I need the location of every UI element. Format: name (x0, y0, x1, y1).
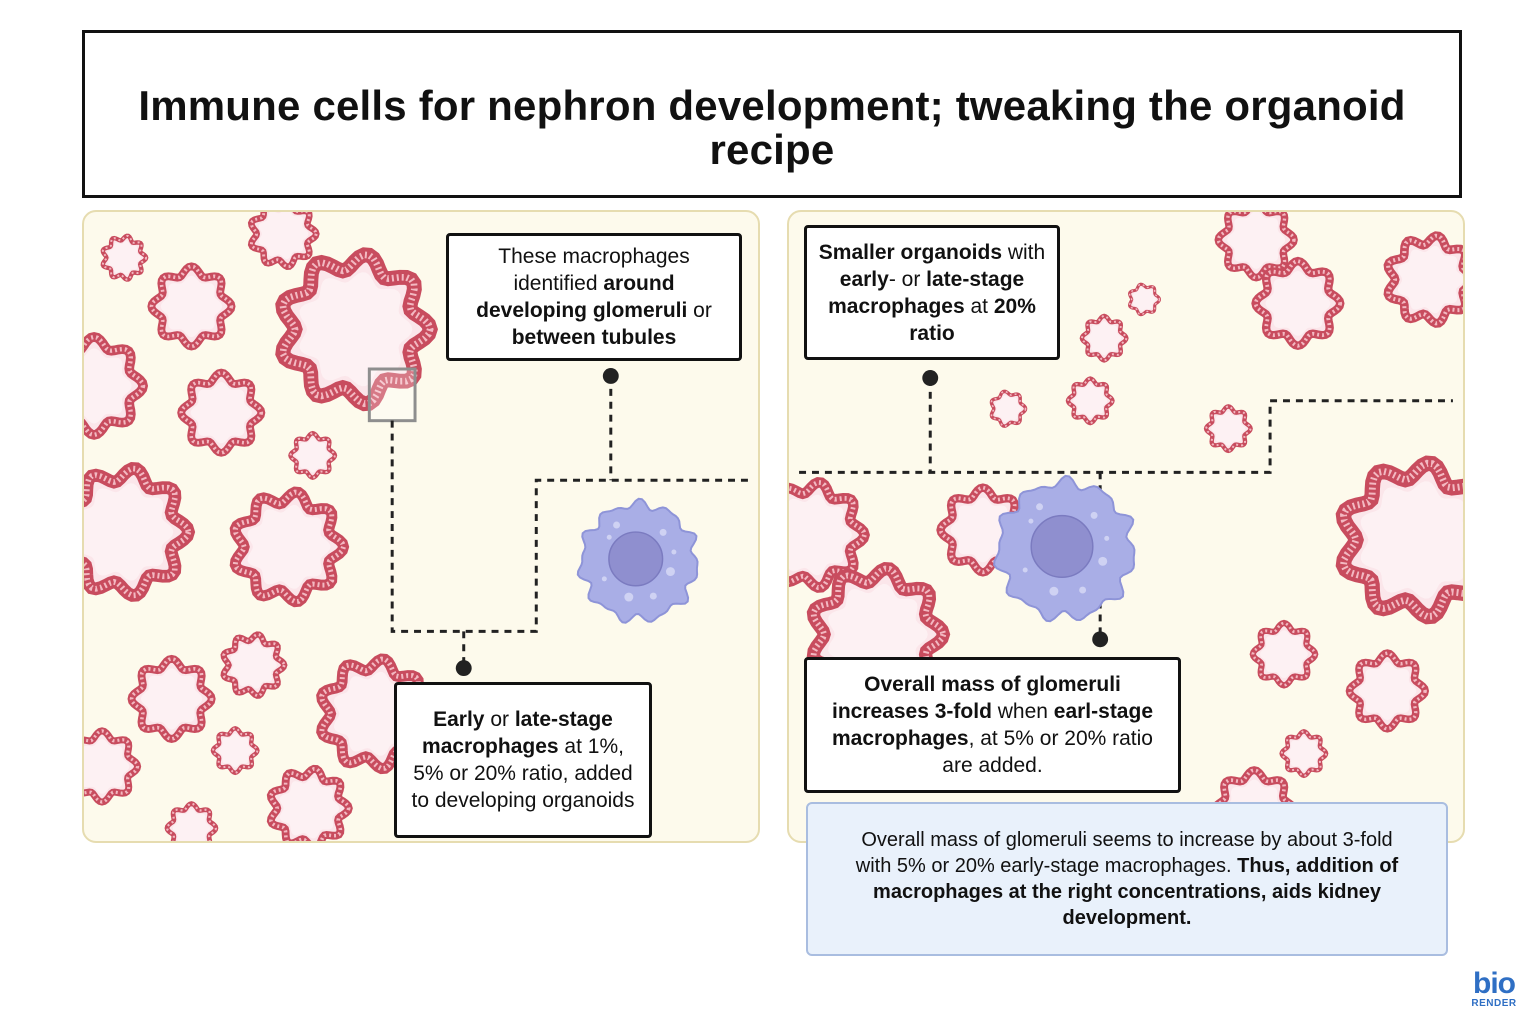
right-bottom-callout-text: Overall mass of glomeruli increases 3-fo… (832, 673, 1153, 777)
macrophage-icon (993, 474, 1136, 623)
glomerulus-organoid-icon (84, 331, 149, 440)
biorender-logo: bio RENDER (1466, 967, 1522, 1010)
right-bottom-callout: Overall mass of glomeruli increases 3-fo… (804, 657, 1181, 793)
right-connector-dots (922, 369, 1109, 648)
glomerulus-organoid-icon (1345, 649, 1430, 733)
glomerulus-organoid-icon (1335, 455, 1463, 625)
glomerulus-organoid-icon (147, 262, 236, 351)
glomerulus-organoid-icon (210, 726, 260, 776)
glomerulus-organoid-icon (266, 764, 353, 841)
glomerulus-organoid-icon (220, 631, 288, 699)
glomerulus-organoid-icon (275, 247, 438, 412)
left-panel: These macrophages identified around deve… (82, 210, 760, 843)
summary-text: Overall mass of glomeruli seems to incre… (855, 829, 1399, 929)
left-bottom-callout: Early or late-stage macrophages at 1%, 5… (394, 682, 652, 838)
glomerulus-organoid-icon (1249, 619, 1319, 689)
glomerulus-organoid-icon (1079, 313, 1129, 363)
right-panel: Smaller organoids with early- or late-st… (787, 210, 1465, 843)
glomerulus-organoid-icon (1251, 256, 1345, 351)
glomerulus-organoid-icon (164, 801, 219, 841)
left-bottom-callout-text: Early or late-stage macrophages at 1%, 5… (411, 708, 635, 812)
glomerulus-organoid-icon (1065, 376, 1115, 426)
left-connector-dots (455, 368, 619, 677)
left-panel-illustration (84, 212, 748, 841)
left-top-callout-text: These macrophages identified around deve… (476, 245, 712, 349)
glomerulus-organoid-icon (1383, 231, 1463, 328)
glomerulus-organoid-icon (84, 727, 142, 806)
page-title: Immune cells for nephron development; tw… (138, 82, 1406, 173)
logo-line-2: RENDER (1471, 998, 1517, 1009)
glomerulus-organoid-icon (100, 233, 149, 282)
glomerulus-organoid-icon (247, 212, 320, 270)
right-panel-illustration (789, 212, 1463, 841)
left-organoids (84, 212, 438, 841)
glomerulus-organoid-icon (1203, 404, 1253, 454)
left-connector-lines (390, 375, 748, 668)
glomerulus-organoid-icon (1214, 212, 1298, 282)
right-top-callout-text: Smaller organoids with early- or late-st… (818, 240, 1046, 345)
glomerulus-organoid-icon (84, 462, 196, 602)
title-box: Immune cells for nephron development; tw… (82, 30, 1462, 198)
right-top-callout: Smaller organoids with early- or late-st… (804, 225, 1060, 360)
glomerulus-organoid-icon (789, 477, 870, 593)
glomerulus-organoid-icon (229, 486, 350, 608)
glomerulus-organoid-icon (127, 654, 216, 743)
summary-box: Overall mass of glomeruli seems to incre… (806, 802, 1448, 956)
glomerulus-organoid-icon (989, 389, 1028, 428)
macrophage-icon (576, 497, 699, 624)
zoom-box-icon (367, 367, 417, 423)
glomerulus-organoid-icon (1128, 282, 1162, 317)
glomerulus-organoid-icon (177, 368, 266, 457)
glomerulus-organoid-icon (1279, 729, 1329, 779)
left-top-callout: These macrophages identified around deve… (446, 233, 742, 361)
logo-line-1: bio (1473, 967, 1516, 1000)
glomerulus-organoid-icon (288, 430, 338, 480)
